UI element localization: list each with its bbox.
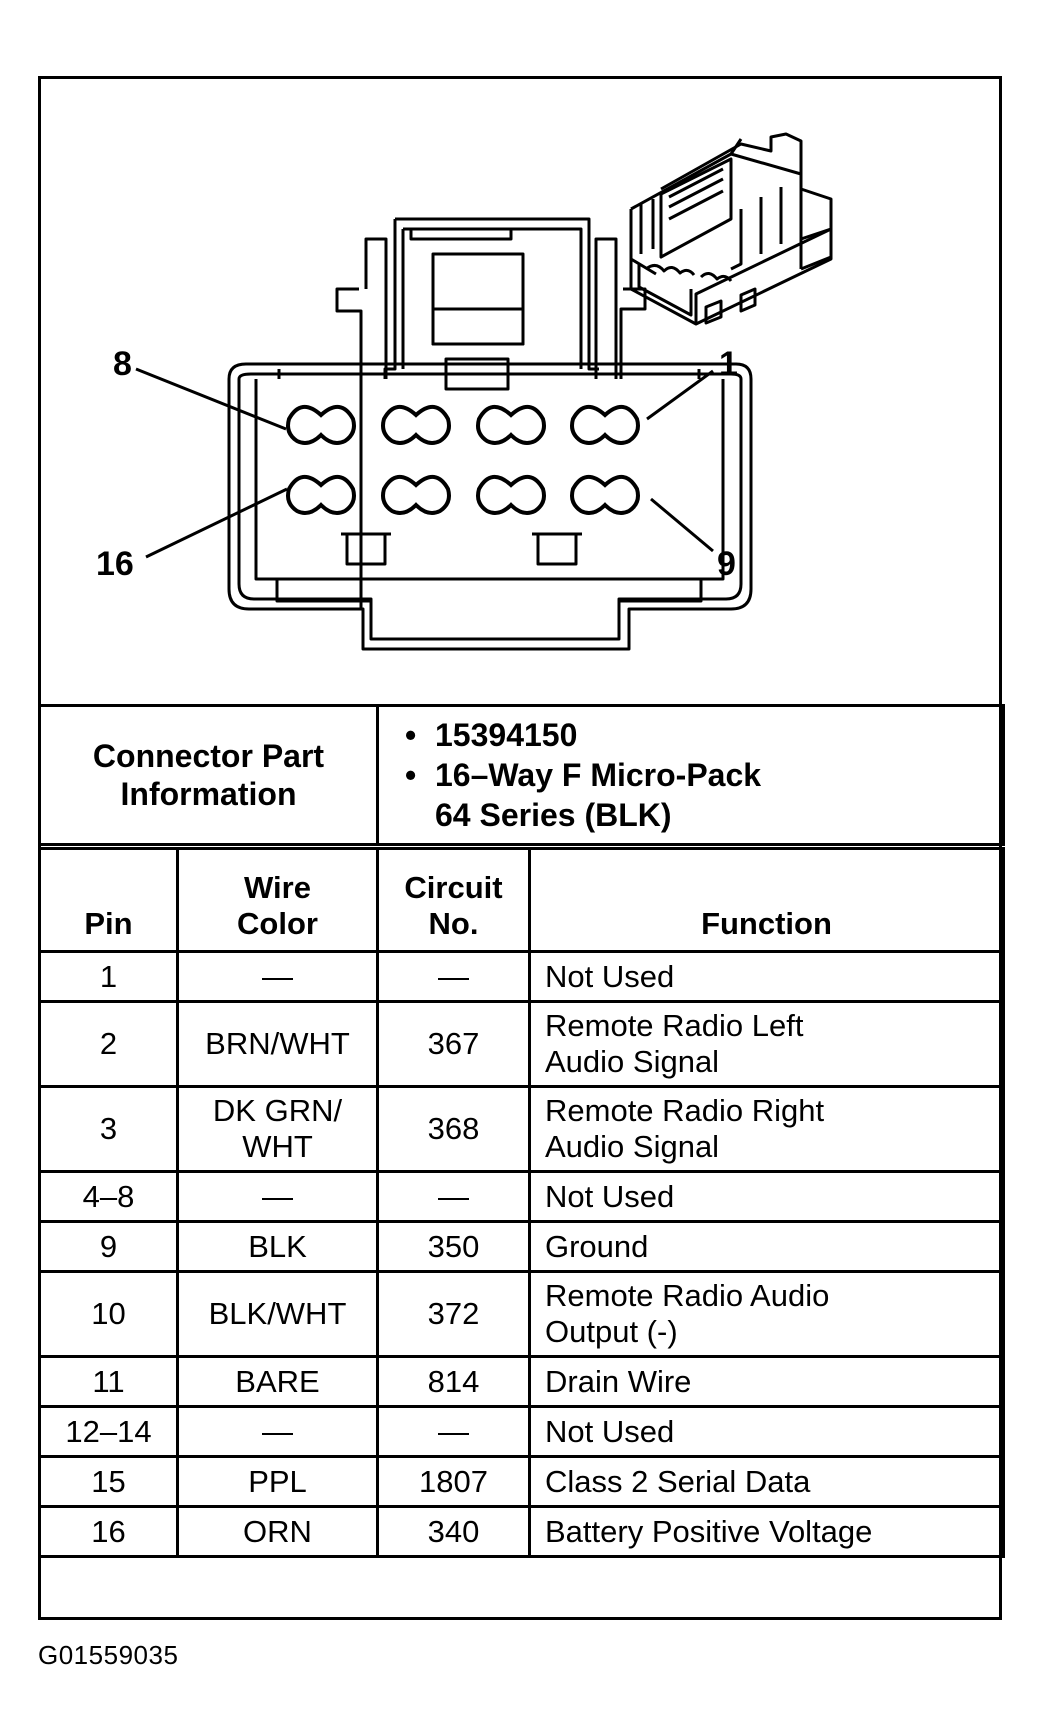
cell-circuit-no: —: [376, 950, 531, 1003]
figure-id: G01559035: [38, 1640, 179, 1670]
pin-function-table: Pin Wire Color Circuit No. Function 1——N…: [38, 847, 1005, 1558]
header-pin: Pin: [38, 847, 179, 953]
connector-info-row: Connector Part Information 15394150 16–W…: [38, 704, 1005, 846]
connector-drawing: 8 1 16 9: [96, 132, 833, 651]
connector-face-diagram: 8 1 16 9: [41, 79, 999, 704]
part-number: 15394150: [405, 715, 1002, 755]
cell-pin: 11: [38, 1355, 179, 1408]
cell-wire-color: —: [176, 1170, 379, 1223]
cell-wire-color: BRN/WHT: [176, 1000, 379, 1088]
pin-label-9: 9: [717, 545, 736, 583]
table-row: 1——Not Used: [38, 950, 1005, 1003]
polarizing-slot-left: [345, 532, 387, 566]
cell-function: Ground: [528, 1220, 1005, 1273]
cell-pin: 12–14: [38, 1405, 179, 1458]
connector-info-header-line2: Information: [120, 776, 297, 812]
cell-wire-color: DK GRN/WHT: [176, 1085, 379, 1173]
pin-label-16: 16: [96, 545, 134, 583]
leader-pin-8: [135, 367, 287, 431]
cell-wire-color: BLK: [176, 1220, 379, 1273]
cell-circuit-no: —: [376, 1405, 531, 1458]
cell-function: Battery Positive Voltage: [528, 1505, 1005, 1558]
leader-pin-1: [646, 369, 714, 421]
pin-label-1: 1: [719, 345, 738, 383]
pin-table-header-row: Pin Wire Color Circuit No. Function: [38, 847, 1005, 953]
cell-pin: 15: [38, 1455, 179, 1508]
table-row: 4–8——Not Used: [38, 1170, 1005, 1223]
cell-wire-color: BLK/WHT: [176, 1270, 379, 1358]
connector-description-line2: 64 Series (BLK): [435, 797, 672, 833]
cell-wire-color: BARE: [176, 1355, 379, 1408]
cell-pin: 1: [38, 950, 179, 1003]
connector-info-header: Connector Part Information: [38, 704, 379, 846]
cell-wire-color: —: [176, 1405, 379, 1458]
polarizing-slot-right: [536, 532, 578, 566]
cell-wire-color: ORN: [176, 1505, 379, 1558]
table-row: 12–14——Not Used: [38, 1405, 1005, 1458]
cell-circuit-no: 340: [376, 1505, 531, 1558]
connector-info-header-line1: Connector Part: [92, 738, 325, 774]
pin-leader-lines: [135, 367, 714, 559]
cell-circuit-no: 368: [376, 1085, 531, 1173]
cell-circuit-no: —: [376, 1170, 531, 1223]
cell-circuit-no: 814: [376, 1355, 531, 1408]
cell-pin: 2: [38, 1000, 179, 1088]
connector-info-values: 15394150 16–Way F Micro-Pack 64 Series (…: [376, 704, 1005, 846]
connector-isometric-view: [629, 132, 833, 326]
cell-circuit-no: 1807: [376, 1455, 531, 1508]
cell-pin: 16: [38, 1505, 179, 1558]
latch-window: [431, 252, 525, 346]
cell-function: Not Used: [528, 950, 1005, 1003]
header-function: Function: [528, 847, 1005, 953]
header-circuit-no: Circuit No.: [376, 847, 531, 953]
header-wire-color: Wire Color: [176, 847, 379, 953]
cell-circuit-no: 367: [376, 1000, 531, 1088]
connector-left-rib: [335, 287, 363, 609]
cell-pin: 4–8: [38, 1170, 179, 1223]
cell-circuit-no: 350: [376, 1220, 531, 1273]
cell-wire-color: PPL: [176, 1455, 379, 1508]
connector-part-information-table: Connector Part Information 15394150 16–W…: [38, 704, 1005, 846]
cell-pin: 9: [38, 1220, 179, 1273]
connector-figure-frame: 8 1 16 9: [38, 76, 1005, 1620]
connector-housing: [227, 362, 753, 651]
cell-function: Not Used: [528, 1405, 1005, 1458]
leader-pin-9: [650, 497, 714, 553]
pin-label-8: 8: [113, 345, 132, 383]
cell-wire-color: —: [176, 950, 379, 1003]
connector-description-line1: 16–Way F Micro-Pack: [405, 755, 1002, 795]
cell-function: Not Used: [528, 1170, 1005, 1223]
leader-pin-16: [145, 487, 288, 559]
cell-circuit-no: 372: [376, 1270, 531, 1358]
cell-pin: 3: [38, 1085, 179, 1173]
cell-pin: 10: [38, 1270, 179, 1358]
cell-function: Drain Wire: [528, 1355, 1005, 1408]
terminal-cavities: [286, 405, 640, 515]
cell-function: Class 2 Serial Data: [528, 1455, 1005, 1508]
